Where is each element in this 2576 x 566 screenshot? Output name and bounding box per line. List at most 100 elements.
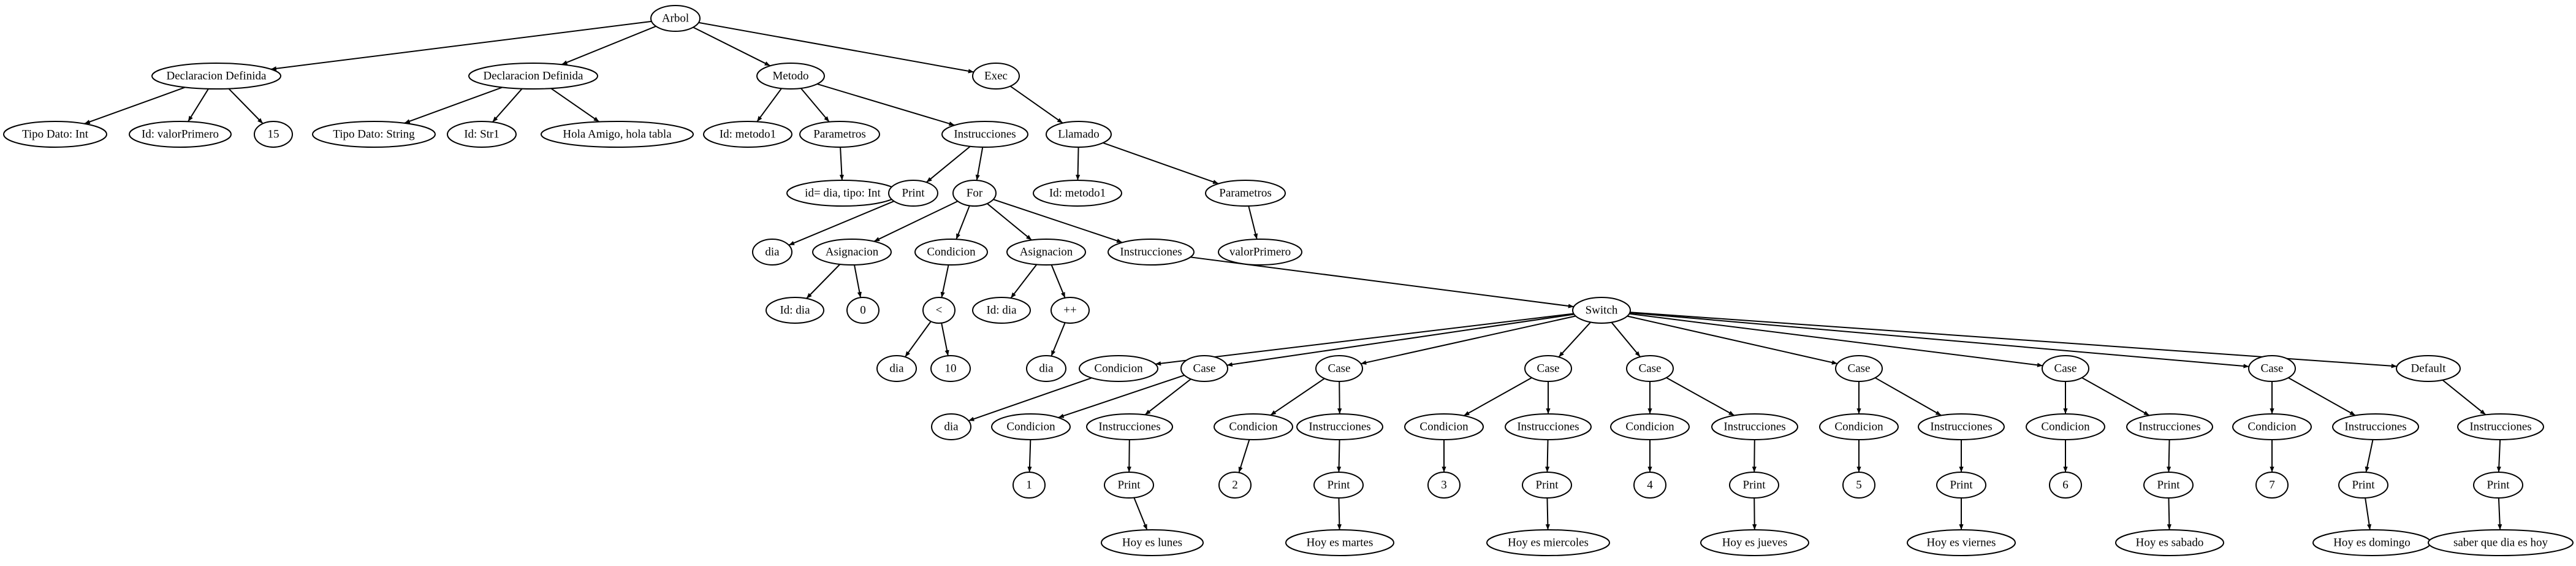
node-shape bbox=[766, 297, 824, 324]
node-label: Id: dia bbox=[986, 304, 1017, 317]
node-label: Id: metodo1 bbox=[720, 128, 776, 141]
node-label: Hoy es jueves bbox=[1722, 537, 1788, 549]
node-shape bbox=[312, 121, 436, 148]
node-shape bbox=[812, 239, 892, 266]
node-parametros2: Parametros bbox=[1205, 180, 1286, 207]
edge-metodo-to-parametros bbox=[800, 88, 830, 123]
node-shape bbox=[1013, 472, 1046, 499]
edge-instr-to-for bbox=[975, 147, 984, 181]
node-label: Tipo Dato: Int bbox=[22, 128, 89, 141]
edge-c7_print-to-c7_text bbox=[2365, 497, 2372, 530]
node-c5-text: Hoy es viernes bbox=[1907, 529, 2016, 556]
node-shape bbox=[931, 413, 971, 440]
node-label: Hoy es miercoles bbox=[1508, 537, 1589, 549]
node-c7-print: Print bbox=[2338, 472, 2388, 499]
edge-switch-to-case6 bbox=[1629, 313, 2043, 367]
node-id-valor: Id: valorPrimero bbox=[129, 121, 232, 148]
node-tipo-str: Tipo Dato: String bbox=[312, 121, 436, 148]
node-shape bbox=[1218, 239, 1302, 266]
edge-arbol-to-decl1 bbox=[270, 20, 652, 71]
node-label: Print bbox=[1328, 479, 1351, 492]
node-shape bbox=[1907, 529, 2016, 556]
node-hola: Hola Amigo, hola tabla bbox=[541, 121, 694, 148]
edge-for-to-instr_for bbox=[993, 199, 1123, 243]
node-metodo: Metodo bbox=[756, 63, 825, 90]
node-label: Tipo Dato: String bbox=[333, 128, 415, 141]
node-shape bbox=[2457, 413, 2544, 440]
node-shape bbox=[468, 63, 598, 90]
node-dia1: dia bbox=[752, 239, 792, 266]
node-shape bbox=[1700, 529, 1809, 556]
node-c2-instr: Instrucciones bbox=[1296, 413, 1383, 440]
node-shape bbox=[1610, 413, 1690, 440]
node-switch: Switch bbox=[1572, 297, 1631, 324]
node-shape bbox=[2473, 472, 2523, 499]
edge-switch-to-case1 bbox=[1226, 313, 1575, 367]
node-shape bbox=[2126, 413, 2213, 440]
node-def-print: Print bbox=[2473, 472, 2523, 499]
edge-parametros2-to-valor_primero bbox=[1248, 205, 1258, 240]
node-case3: Case bbox=[1524, 355, 1572, 382]
edge-switch-to-case7 bbox=[1630, 312, 2249, 369]
node-shape bbox=[1819, 413, 1899, 440]
edge-asig1-to-id_dia1 bbox=[806, 264, 841, 299]
node-label: Instrucciones bbox=[1723, 421, 1785, 434]
node-instr: Instrucciones bbox=[941, 121, 1028, 148]
node-shape bbox=[1572, 297, 1631, 324]
edge-asig1-to-zero bbox=[853, 264, 862, 298]
edge-switch-to-case3 bbox=[1558, 321, 1591, 358]
node-label: Print bbox=[1950, 479, 1974, 492]
edge-metodo-to-id_metodo1 bbox=[756, 88, 782, 123]
node-default: Default bbox=[2396, 355, 2461, 382]
node-label: < bbox=[936, 304, 943, 317]
node-valor-primero: valorPrimero bbox=[1218, 239, 1302, 266]
node-id-dia1: Id: dia bbox=[766, 297, 824, 324]
node-param-dia: id= dia, tipo: Int bbox=[786, 180, 899, 207]
node-c1-instr: Instrucciones bbox=[1086, 413, 1173, 440]
node-label: Declaracion Definida bbox=[484, 70, 584, 83]
node-label: Exec bbox=[984, 70, 1008, 83]
edge-sw_cond-to-sw_dia bbox=[968, 377, 1092, 422]
node-label: Metodo bbox=[772, 70, 808, 83]
node-shape bbox=[129, 121, 232, 148]
node-c2-print: Print bbox=[1313, 472, 1364, 499]
edge-print1-to-dia1 bbox=[788, 201, 895, 246]
node-shape bbox=[1404, 413, 1484, 440]
edge-asig2-to-id_dia2 bbox=[1010, 264, 1038, 299]
node-shape bbox=[1101, 529, 1204, 556]
node-lt: < bbox=[922, 297, 956, 324]
node-shape bbox=[1633, 472, 1666, 499]
node-label: Instrucciones bbox=[1098, 421, 1160, 434]
node-shape bbox=[1918, 413, 2005, 440]
node-label: Condicion bbox=[2041, 421, 2090, 434]
edge-case5-to-c5_instr bbox=[1874, 377, 1942, 416]
node-shape bbox=[941, 121, 1028, 148]
node-label: 6 bbox=[2062, 479, 2069, 492]
node-shape bbox=[2396, 355, 2461, 382]
node-case4: Case bbox=[1626, 355, 1674, 382]
node-label: Print bbox=[1536, 479, 1559, 492]
node-dia3: dia bbox=[1026, 355, 1066, 382]
node-for: For bbox=[952, 180, 997, 207]
edge-for-to-cond bbox=[956, 205, 970, 240]
edge-decl1-to-lit15 bbox=[228, 88, 264, 124]
edge-cond-to-lt bbox=[940, 264, 949, 298]
node-label: Instrucciones bbox=[1309, 421, 1370, 434]
node-label: Print bbox=[2487, 479, 2510, 492]
node-label: Hoy es viernes bbox=[1927, 537, 1996, 549]
node-shape bbox=[2338, 472, 2388, 499]
node-shape bbox=[2026, 413, 2105, 440]
node-label: Parametros bbox=[813, 128, 865, 141]
node-label: Condicion bbox=[1834, 421, 1883, 434]
node-c3-print: Print bbox=[1522, 472, 1572, 499]
node-label: dia bbox=[1039, 362, 1054, 375]
node-label: Hoy es sabado bbox=[2136, 537, 2204, 549]
edge-c4_print-to-c4_text bbox=[1752, 497, 1757, 530]
node-shape bbox=[2332, 413, 2419, 440]
node-parametros: Parametros bbox=[799, 121, 880, 148]
node-c5-print: Print bbox=[1936, 472, 1986, 499]
node-label: Case bbox=[1848, 362, 1871, 375]
edge-c1_instr-to-c1_print bbox=[1127, 439, 1131, 473]
node-def-text: saber que dia es hoy bbox=[2428, 529, 2574, 556]
node-shape bbox=[447, 121, 517, 148]
